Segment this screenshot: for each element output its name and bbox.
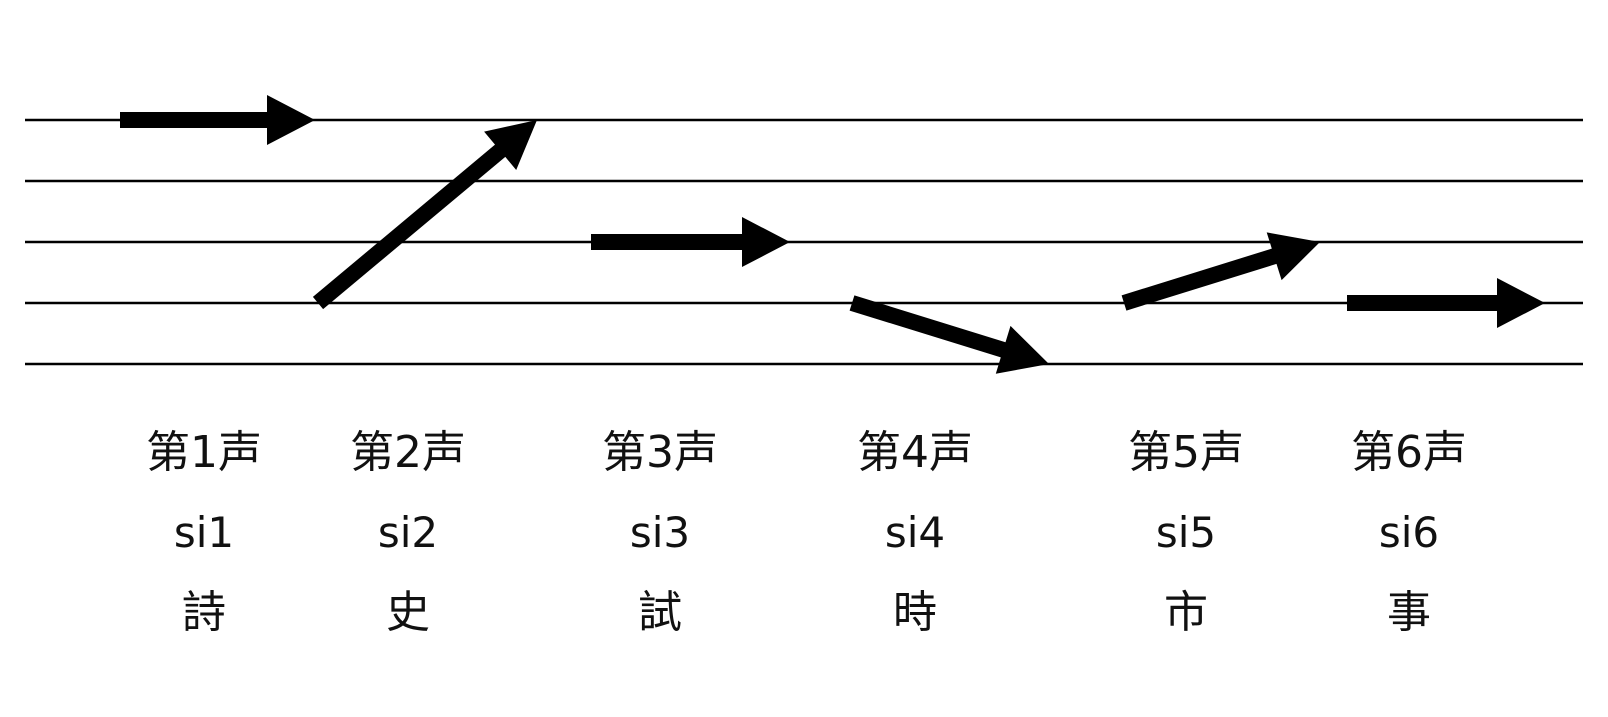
tone-pinyin-label: si4 <box>884 508 946 557</box>
staff-lines <box>25 118 1583 366</box>
tone-label-group-6: 第6声 si6 事 <box>1329 425 1489 665</box>
tone-contour-arrows <box>120 95 1545 374</box>
tone-3-contour-arrow <box>591 217 790 267</box>
tone-character-label: 事 <box>1387 587 1431 638</box>
tone-character-label: 市 <box>1164 587 1208 638</box>
tone-name-label: 第4声 <box>857 427 973 478</box>
tone-pinyin-label: si5 <box>1155 508 1217 557</box>
tone-label-group-3: 第3声 si3 試 <box>580 425 740 665</box>
tone-2-contour-arrow <box>312 120 537 310</box>
tone-name-label: 第5声 <box>1128 427 1244 478</box>
tone-pinyin-label: si1 <box>173 508 235 557</box>
tone-name-label: 第6声 <box>1351 427 1467 478</box>
tone-character-label: 詩 <box>182 587 226 638</box>
tone-name-label: 第3声 <box>602 427 718 478</box>
tone-character-label: 史 <box>386 587 430 638</box>
tone-4-contour-arrow <box>849 295 1049 374</box>
tone-label-group-5: 第5声 si5 市 <box>1106 425 1266 665</box>
tone-name-label: 第1声 <box>146 427 262 478</box>
tone-label-group-2: 第2声 si2 史 <box>328 425 488 665</box>
tone-character-label: 時 <box>893 587 937 638</box>
tone-6-contour-arrow <box>1347 278 1545 328</box>
tone-pinyin-label: si6 <box>1378 508 1440 557</box>
tone-1-contour-arrow <box>120 95 315 145</box>
tone-name-label: 第2声 <box>350 427 466 478</box>
tone-pinyin-label: si2 <box>377 508 439 557</box>
tone-label-group-4: 第4声 si4 時 <box>835 425 995 665</box>
tone-pinyin-label: si3 <box>629 508 691 557</box>
tone-character-label: 試 <box>638 587 682 638</box>
tone-5-contour-arrow <box>1121 232 1320 311</box>
tone-label-group-1: 第1声 si1 詩 <box>124 425 284 665</box>
